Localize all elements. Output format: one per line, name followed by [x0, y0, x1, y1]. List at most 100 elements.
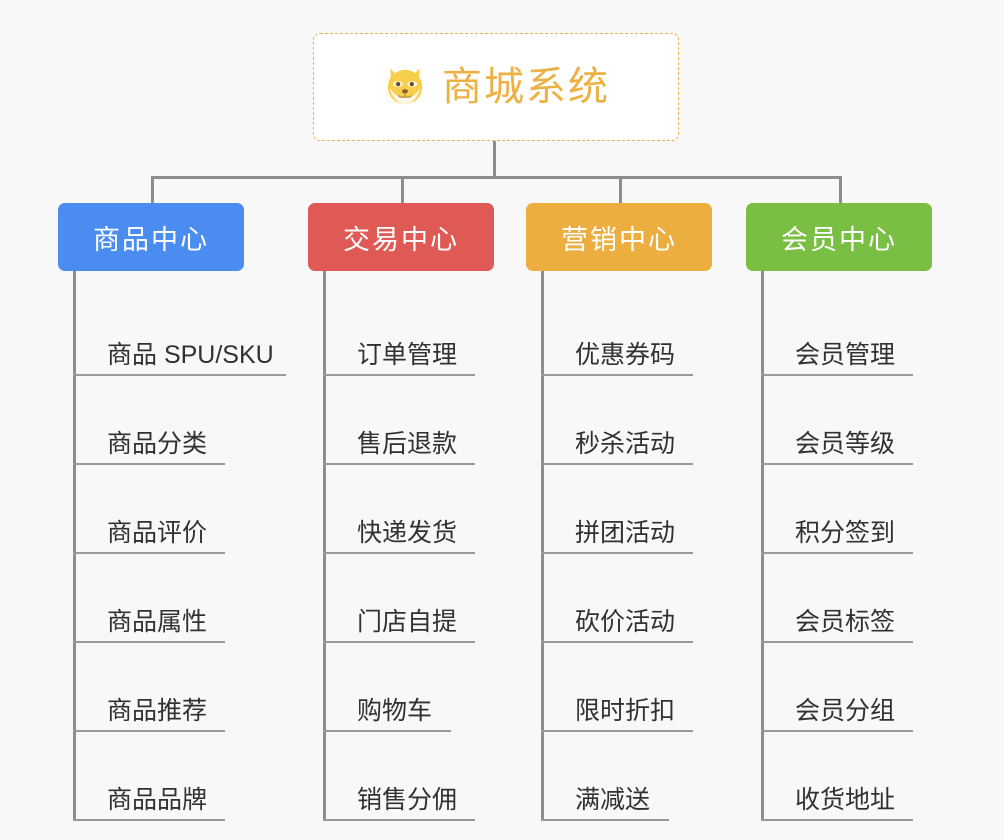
- leaf-item[interactable]: 商品品牌: [73, 732, 274, 821]
- leaf-item-underline: [541, 463, 693, 465]
- trunk-line-trade-center: [323, 271, 326, 821]
- leaf-item-label: 订单管理: [357, 341, 458, 369]
- leaf-item-underline: [541, 552, 693, 554]
- leaf-item[interactable]: 订单管理: [323, 287, 494, 376]
- leaf-item[interactable]: 售后退款: [323, 376, 494, 465]
- leaf-item[interactable]: 商品推荐: [73, 643, 274, 732]
- root-title: 商城系统: [442, 65, 610, 109]
- leaf-item[interactable]: 门店自提: [323, 554, 494, 643]
- leaf-item-label: 积分签到: [795, 519, 896, 547]
- leaf-list-marketing-center: 优惠券码秒杀活动拼团活动砍价活动限时折扣满减送: [541, 271, 712, 821]
- leaf-item-underline: [73, 463, 225, 465]
- leaf-item-underline: [73, 552, 225, 554]
- leaf-item-label: 限时折扣: [575, 697, 676, 725]
- leaf-item-label: 拼团活动: [575, 519, 676, 547]
- leaf-item[interactable]: 商品评价: [73, 465, 274, 554]
- leaf-item-underline: [761, 730, 913, 732]
- connector-drop-trade-center: [401, 176, 404, 205]
- leaf-item[interactable]: 秒杀活动: [541, 376, 712, 465]
- column-header-label: 交易中心: [343, 224, 459, 255]
- column-header-marketing-center[interactable]: 营销中心: [526, 203, 712, 271]
- column-product-center: 商品中心商品 SPU/SKU 商品分类商品评价商品属性商品推荐商品品牌: [58, 203, 286, 821]
- leaf-item-underline: [73, 819, 225, 821]
- leaf-item[interactable]: 商品 SPU/SKU: [73, 287, 286, 376]
- leaf-item[interactable]: 销售分佣: [323, 732, 494, 821]
- leaf-item[interactable]: 收货地址: [761, 732, 932, 821]
- leaf-item-underline: [323, 819, 475, 821]
- leaf-item-label: 商品评价: [107, 519, 208, 547]
- leaf-item-label: 商品推荐: [107, 697, 208, 725]
- leaf-item-underline: [761, 374, 913, 376]
- leaf-item[interactable]: 购物车: [323, 643, 494, 732]
- leaf-item[interactable]: 满减送: [541, 732, 712, 821]
- leaf-item[interactable]: 优惠券码: [541, 287, 712, 376]
- connector-root-stem: [493, 141, 496, 178]
- leaf-item-label: 购物车: [357, 697, 433, 725]
- leaf-item-label: 商品分类: [107, 430, 208, 458]
- leaf-item-label: 销售分佣: [357, 786, 458, 814]
- leaf-item[interactable]: 限时折扣: [541, 643, 712, 732]
- trunk-line-member-center: [761, 271, 764, 821]
- leaf-item[interactable]: 会员等级: [761, 376, 932, 465]
- leaf-item[interactable]: 拼团活动: [541, 465, 712, 554]
- leaf-item-label: 商品 SPU/SKU: [107, 341, 274, 369]
- column-header-label: 营销中心: [561, 224, 677, 255]
- leaf-item-label: 商品品牌: [107, 786, 208, 814]
- leaf-item-label: 售后退款: [357, 430, 458, 458]
- leaf-item-underline: [323, 730, 451, 732]
- column-member-center: 会员中心会员管理会员等级积分签到会员标签会员分组收货地址: [746, 203, 932, 821]
- leaf-item-underline: [761, 641, 913, 643]
- leaf-item[interactable]: 会员标签: [761, 554, 932, 643]
- trunk-line-marketing-center: [541, 271, 544, 821]
- trunk-line-product-center: [73, 271, 76, 821]
- column-header-trade-center[interactable]: 交易中心: [308, 203, 494, 271]
- leaf-list-trade-center: 订单管理售后退款快递发货门店自提购物车销售分佣: [323, 271, 494, 821]
- leaf-item-underline: [541, 641, 693, 643]
- leaf-item-label: 商品属性: [107, 608, 208, 636]
- leaf-item-label: 砍价活动: [575, 608, 676, 636]
- leaf-item[interactable]: 快递发货: [323, 465, 494, 554]
- connector-drop-product-center: [151, 176, 154, 205]
- column-header-product-center[interactable]: 商品中心: [58, 203, 244, 271]
- leaf-item[interactable]: 会员管理: [761, 287, 932, 376]
- column-trade-center: 交易中心订单管理售后退款快递发货门店自提购物车销售分佣: [308, 203, 494, 821]
- leaf-item-underline: [323, 552, 475, 554]
- leaf-item-label: 会员管理: [795, 341, 896, 369]
- leaf-item-label: 秒杀活动: [575, 430, 676, 458]
- leaf-item-label: 满减送: [575, 786, 651, 814]
- leaf-item-label: 收货地址: [795, 786, 896, 814]
- column-header-member-center[interactable]: 会员中心: [746, 203, 932, 271]
- leaf-item-underline: [73, 730, 225, 732]
- leaf-item-underline: [323, 374, 475, 376]
- leaf-item-underline: [323, 641, 475, 643]
- leaf-item-underline: [541, 374, 693, 376]
- connector-drop-member-center: [839, 176, 842, 205]
- leaf-item-underline: [761, 552, 913, 554]
- leaf-item[interactable]: 砍价活动: [541, 554, 712, 643]
- leaf-item-label: 门店自提: [357, 608, 458, 636]
- leaf-item-underline: [541, 730, 693, 732]
- leaf-list-member-center: 会员管理会员等级积分签到会员标签会员分组收货地址: [761, 271, 932, 821]
- leaf-item-underline: [73, 641, 225, 643]
- leaf-item-underline: [761, 463, 913, 465]
- leaf-item-label: 会员等级: [795, 430, 896, 458]
- leaf-item-underline: [323, 463, 475, 465]
- leaf-item[interactable]: 积分签到: [761, 465, 932, 554]
- column-marketing-center: 营销中心优惠券码秒杀活动拼团活动砍价活动限时折扣满减送: [526, 203, 712, 821]
- leaf-item-label: 优惠券码: [575, 341, 676, 369]
- leaf-item-underline: [761, 819, 913, 821]
- connector-drop-marketing-center: [619, 176, 622, 205]
- leaf-item-label: 快递发货: [357, 519, 458, 547]
- leaf-item-underline: [541, 819, 669, 821]
- root-node-mall-system[interactable]: 商城系统: [313, 33, 679, 141]
- leaf-item-underline: [73, 374, 286, 376]
- leaf-item[interactable]: 商品属性: [73, 554, 274, 643]
- leaf-item-label: 会员标签: [795, 608, 896, 636]
- connector-horizontal-bus: [151, 176, 841, 179]
- leaf-item[interactable]: 会员分组: [761, 643, 932, 732]
- leaf-item[interactable]: 商品分类: [73, 376, 274, 465]
- leaf-list-product-center: 商品 SPU/SKU 商品分类商品评价商品属性商品推荐商品品牌: [73, 271, 286, 821]
- column-header-label: 商品中心: [93, 224, 209, 255]
- column-header-label: 会员中心: [781, 224, 897, 255]
